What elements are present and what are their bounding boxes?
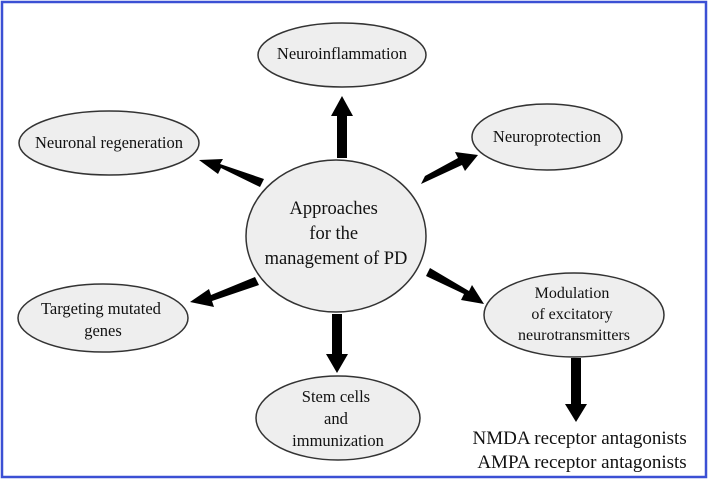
arrow-to-antagonists — [565, 358, 587, 422]
node-line: immunization — [292, 431, 384, 450]
node-ellipse — [17, 283, 189, 353]
node-line: genes — [84, 321, 122, 340]
node-line: Neuroinflammation — [277, 44, 407, 63]
antagonists-list: NMDA receptor antagonists AMPA receptor … — [473, 428, 692, 473]
node-line: Modulation — [535, 285, 610, 302]
center-label: Approaches for the management of PD — [265, 199, 408, 269]
node-targeting-mutated-genes: Targeting mutated genes — [17, 283, 189, 353]
node-ellipse — [255, 375, 421, 461]
node-label: Modulation of excitatory neurotransmitte… — [518, 285, 630, 344]
antagonist-nmda: NMDA receptor antagonists — [473, 428, 687, 449]
antagonist-ampa: AMPA receptor antagonists — [477, 452, 686, 473]
node-line: of excitatory — [531, 306, 612, 323]
center-line-2: for the — [309, 224, 358, 244]
node-ellipse — [483, 272, 665, 358]
node-label: Stem cells and immunization — [292, 387, 384, 450]
arrow-to-neuronal-regeneration — [199, 159, 264, 187]
node-label: Neuroinflammation — [277, 44, 407, 63]
node-line: and — [324, 409, 349, 428]
node-line: Neuronal regeneration — [35, 133, 183, 152]
arrows — [190, 96, 587, 422]
node-label: Neuroprotection — [493, 127, 601, 146]
arrow-to-neuroinflammation — [331, 96, 353, 158]
node-line: neurotransmitters — [518, 327, 630, 344]
node-neuroinflammation: Neuroinflammation — [257, 22, 427, 88]
arrow-to-modulation — [426, 268, 484, 304]
center-node: Approaches for the management of PD — [245, 159, 427, 313]
center-line-1: Approaches — [290, 199, 378, 219]
node-stem-cells: Stem cells and immunization — [255, 375, 421, 461]
node-ellipse — [18, 110, 200, 176]
center-ellipse — [245, 159, 427, 313]
node-modulation: Modulation of excitatory neurotransmitte… — [483, 272, 665, 358]
node-label: Neuronal regeneration — [35, 133, 183, 152]
node-line: Stem cells — [302, 387, 370, 406]
node-label: Targeting mutated genes — [41, 299, 165, 340]
arrow-to-stem-cells — [326, 314, 348, 373]
arrow-to-neuroprotection — [421, 152, 478, 184]
arrow-to-targeting-mutated-genes — [190, 277, 259, 307]
node-ellipse — [257, 22, 427, 88]
node-neuronal-regeneration: Neuronal regeneration — [18, 110, 200, 176]
node-neuroprotection: Neuroprotection — [471, 103, 623, 171]
node-line: Targeting mutated — [41, 299, 162, 318]
node-line: Neuroprotection — [493, 127, 601, 146]
node-ellipse — [471, 103, 623, 171]
center-line-3: management of PD — [265, 249, 408, 269]
